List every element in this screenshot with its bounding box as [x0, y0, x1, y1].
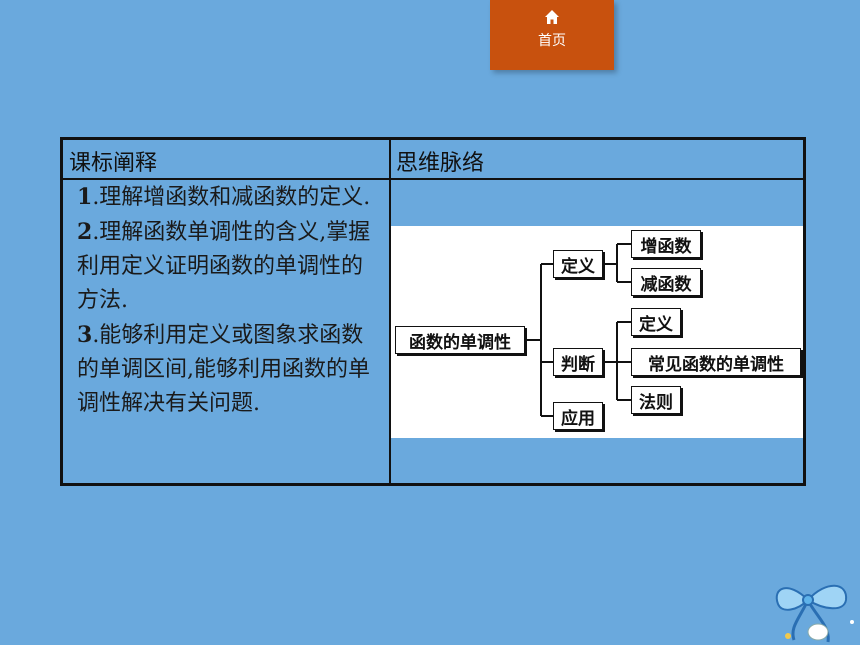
node-common-functions: 常见函数的单调性 [631, 348, 801, 376]
home-label: 首页 [538, 33, 566, 49]
node-increasing-function: 增函数 [631, 230, 701, 258]
list-item: 1.理解增函数和减函数的定义. [77, 184, 371, 210]
node-judgment: 判断 [553, 348, 603, 376]
row-divider [63, 178, 803, 180]
curriculum-list: 1.理解增函数和减函数的定义. 2.理解函数单调性的含义,掌握利用定义证明函数的… [77, 180, 377, 421]
node-definition: 定义 [553, 250, 603, 278]
column-divider [389, 140, 391, 483]
mind-map: 函数的单调性 定义 增函数 减函数 判断 定义 常见函数的单调性 法则 应用 [391, 226, 803, 438]
header-curriculum: 课标阐释 [69, 151, 158, 176]
ribbon-mascot-icon [775, 584, 854, 643]
list-item: 3.能够利用定义或图象求函数的单调区间,能够利用函数的单调性解决有关问题. [77, 322, 370, 416]
node-application: 应用 [553, 402, 603, 430]
content-table: 课标阐释 思维脉络 1.理解增函数和减函数的定义. 2.理解函数单调性的含义,掌… [60, 137, 806, 486]
home-icon [545, 10, 559, 24]
list-item: 2.理解函数单调性的含义,掌握利用定义证明函数的单调性的方法. [77, 219, 371, 313]
node-root: 函数的单调性 [395, 326, 525, 354]
header-mind-map: 思维脉络 [396, 151, 485, 176]
home-button[interactable]: 首页 [490, 0, 614, 70]
mind-map-connectors [525, 243, 631, 417]
node-rules: 法则 [631, 386, 681, 414]
node-decreasing-function: 减函数 [631, 268, 701, 296]
node-judgment-definition: 定义 [631, 308, 681, 336]
